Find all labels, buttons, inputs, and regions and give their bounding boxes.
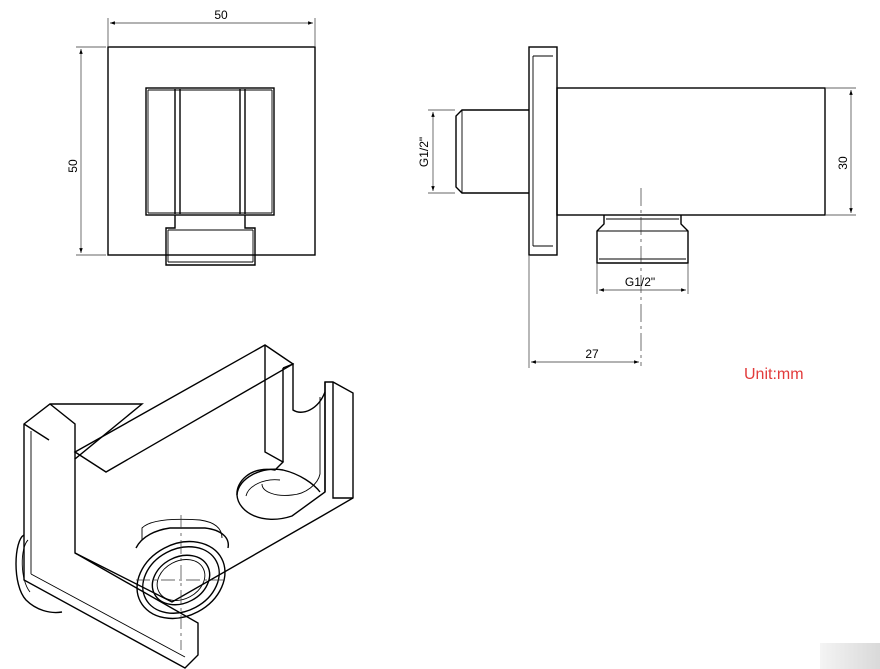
unit-label: Unit:mm [744, 366, 804, 383]
side-outlet-thread-label: G1/2" [625, 275, 655, 289]
iso-holder-front-face [74, 345, 354, 603]
front-outlet-nut [165, 215, 256, 266]
side-outlet-nut [596, 215, 689, 264]
side-depth-label: 27 [585, 347, 599, 361]
iso-wall-plate [23, 403, 199, 669]
side-view: G1/2" 30 G1/2" 27 [417, 46, 856, 368]
front-height-label: 50 [66, 159, 80, 173]
isometric-view [15, 344, 354, 669]
side-height-label: 30 [836, 156, 850, 170]
front-width-label: 50 [214, 8, 228, 22]
front-view: 50 50 [66, 8, 316, 266]
iso-slot-opening [236, 468, 321, 496]
iso-cradle-arm [324, 382, 353, 499]
watermark-strip [820, 643, 880, 669]
front-holder-body [145, 87, 275, 216]
side-holder-body [556, 87, 826, 216]
iso-holder-top-face [73, 344, 295, 473]
front-wall-plate [107, 46, 316, 256]
iso-inlet-stub [15, 534, 63, 614]
side-inlet-thread [455, 109, 529, 194]
side-inlet-thread-label: G1/2" [417, 137, 431, 167]
iso-outlet-nut [135, 515, 229, 650]
